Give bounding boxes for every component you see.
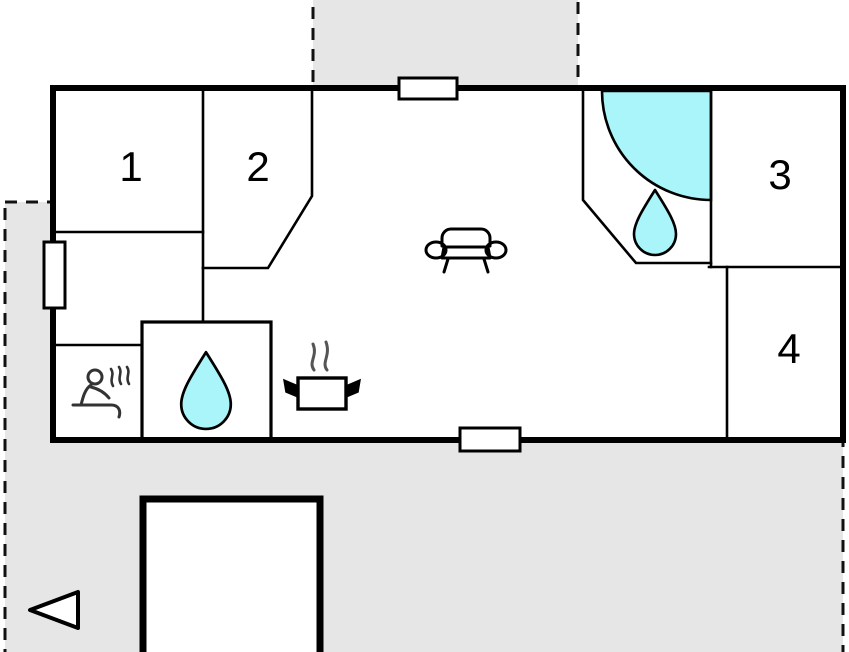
shower-quarter-circle — [600, 89, 713, 202]
door-top-wall[interactable] — [397, 76, 459, 101]
water-drop-shape — [632, 188, 678, 257]
room-number-1: 1 — [119, 143, 142, 190]
sofa-arm-right — [484, 240, 508, 260]
pot-handle-left — [283, 378, 299, 399]
wall-room2-outline — [201, 86, 314, 270]
sofa-icon — [424, 227, 508, 274]
sauna-person-back — [79, 383, 93, 407]
pot-body — [296, 376, 348, 411]
sauna-person-head — [86, 368, 104, 386]
pot-steam-1 — [310, 342, 316, 372]
wall-bathroom-outline — [581, 86, 713, 265]
interior-walls-group — [51, 86, 845, 442]
sauna-icon — [71, 365, 131, 419]
sofa-seat — [440, 245, 492, 260]
door-bottom-wall[interactable] — [458, 426, 522, 453]
room-number-2: 2 — [246, 143, 269, 190]
wooden-deck — [139, 495, 324, 652]
pot-handle-right — [345, 378, 361, 399]
window-left-wall[interactable] — [42, 240, 67, 310]
room-number-3: 3 — [768, 151, 791, 198]
water-drop-shape — [179, 350, 233, 431]
sauna-person-arm — [89, 385, 111, 400]
sofa-leg-left — [442, 257, 450, 274]
pot-steam-2 — [323, 340, 329, 372]
cooking-pot-icon — [283, 340, 361, 411]
sauna-steam-1 — [109, 367, 115, 388]
sofa-leg-right — [482, 257, 490, 274]
sofa-arm-left — [424, 240, 448, 260]
sauna-steam-3 — [125, 365, 131, 386]
water-drop-bathroom — [632, 188, 678, 257]
water-drop-utility — [179, 350, 233, 431]
sauna-person-legs — [79, 403, 122, 419]
room-labels-group: 1 2 3 4 — [119, 143, 800, 372]
openings-group — [42, 76, 522, 453]
sauna-steam-2 — [117, 365, 123, 386]
terrace-top — [311, 0, 580, 90]
direction-arrow-icon — [28, 590, 80, 630]
sofa-backrest — [440, 227, 492, 248]
room-number-4: 4 — [777, 325, 800, 372]
shower-enclosure-shape — [600, 89, 713, 202]
